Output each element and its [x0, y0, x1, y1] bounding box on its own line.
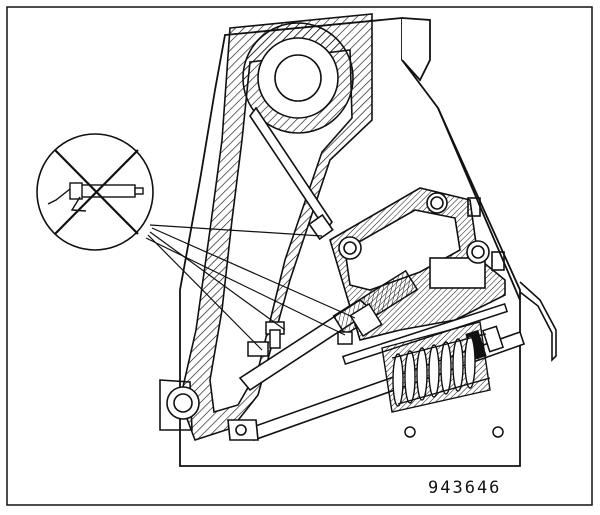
- bolt-upper: [426, 192, 448, 214]
- lower-pivot: [159, 379, 259, 441]
- figure-reference-number: 943646: [428, 478, 502, 498]
- upper-wheel-hub: [274, 54, 322, 102]
- bolt-right: [466, 240, 490, 264]
- drawing-border: [6, 6, 593, 506]
- leader-lines: [145, 224, 356, 351]
- right-bracket: [519, 281, 557, 362]
- cast-lever-body: [179, 13, 373, 441]
- grease-nipples: [247, 321, 353, 357]
- mount-hole-right: [492, 426, 504, 438]
- compression-spring: [381, 321, 491, 413]
- mount-hole-left: [404, 426, 416, 438]
- bolt-right-inner: [471, 245, 485, 259]
- bolt-left-inner: [343, 241, 357, 255]
- grease-gun-crossed-out-icon: [36, 133, 154, 251]
- bolt-upper-inner: [430, 196, 444, 210]
- bolt-left: [338, 236, 362, 260]
